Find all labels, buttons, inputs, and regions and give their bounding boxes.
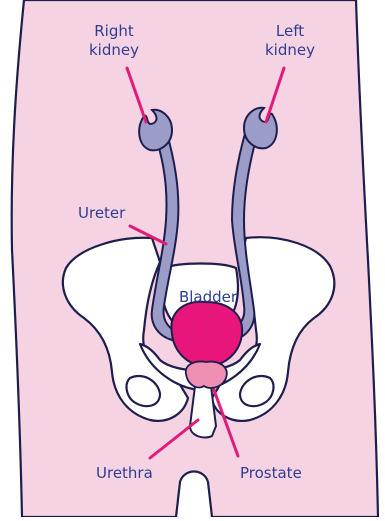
label-right-kidney-line1: Right — [86, 22, 142, 41]
label-bladder: Bladder — [168, 288, 248, 307]
label-urethra: Urethra — [96, 464, 153, 483]
label-ureter: Ureter — [78, 204, 125, 223]
label-left-kidney: Left kidney — [262, 22, 318, 60]
label-right-kidney: Right kidney — [86, 22, 142, 60]
label-prostate: Prostate — [240, 464, 302, 483]
prostate-shape — [186, 362, 227, 388]
label-left-kidney-line2: kidney — [262, 41, 318, 60]
left-kidney-shape — [244, 108, 277, 149]
label-right-kidney-line2: kidney — [86, 41, 142, 60]
label-left-kidney-line1: Left — [262, 22, 318, 41]
